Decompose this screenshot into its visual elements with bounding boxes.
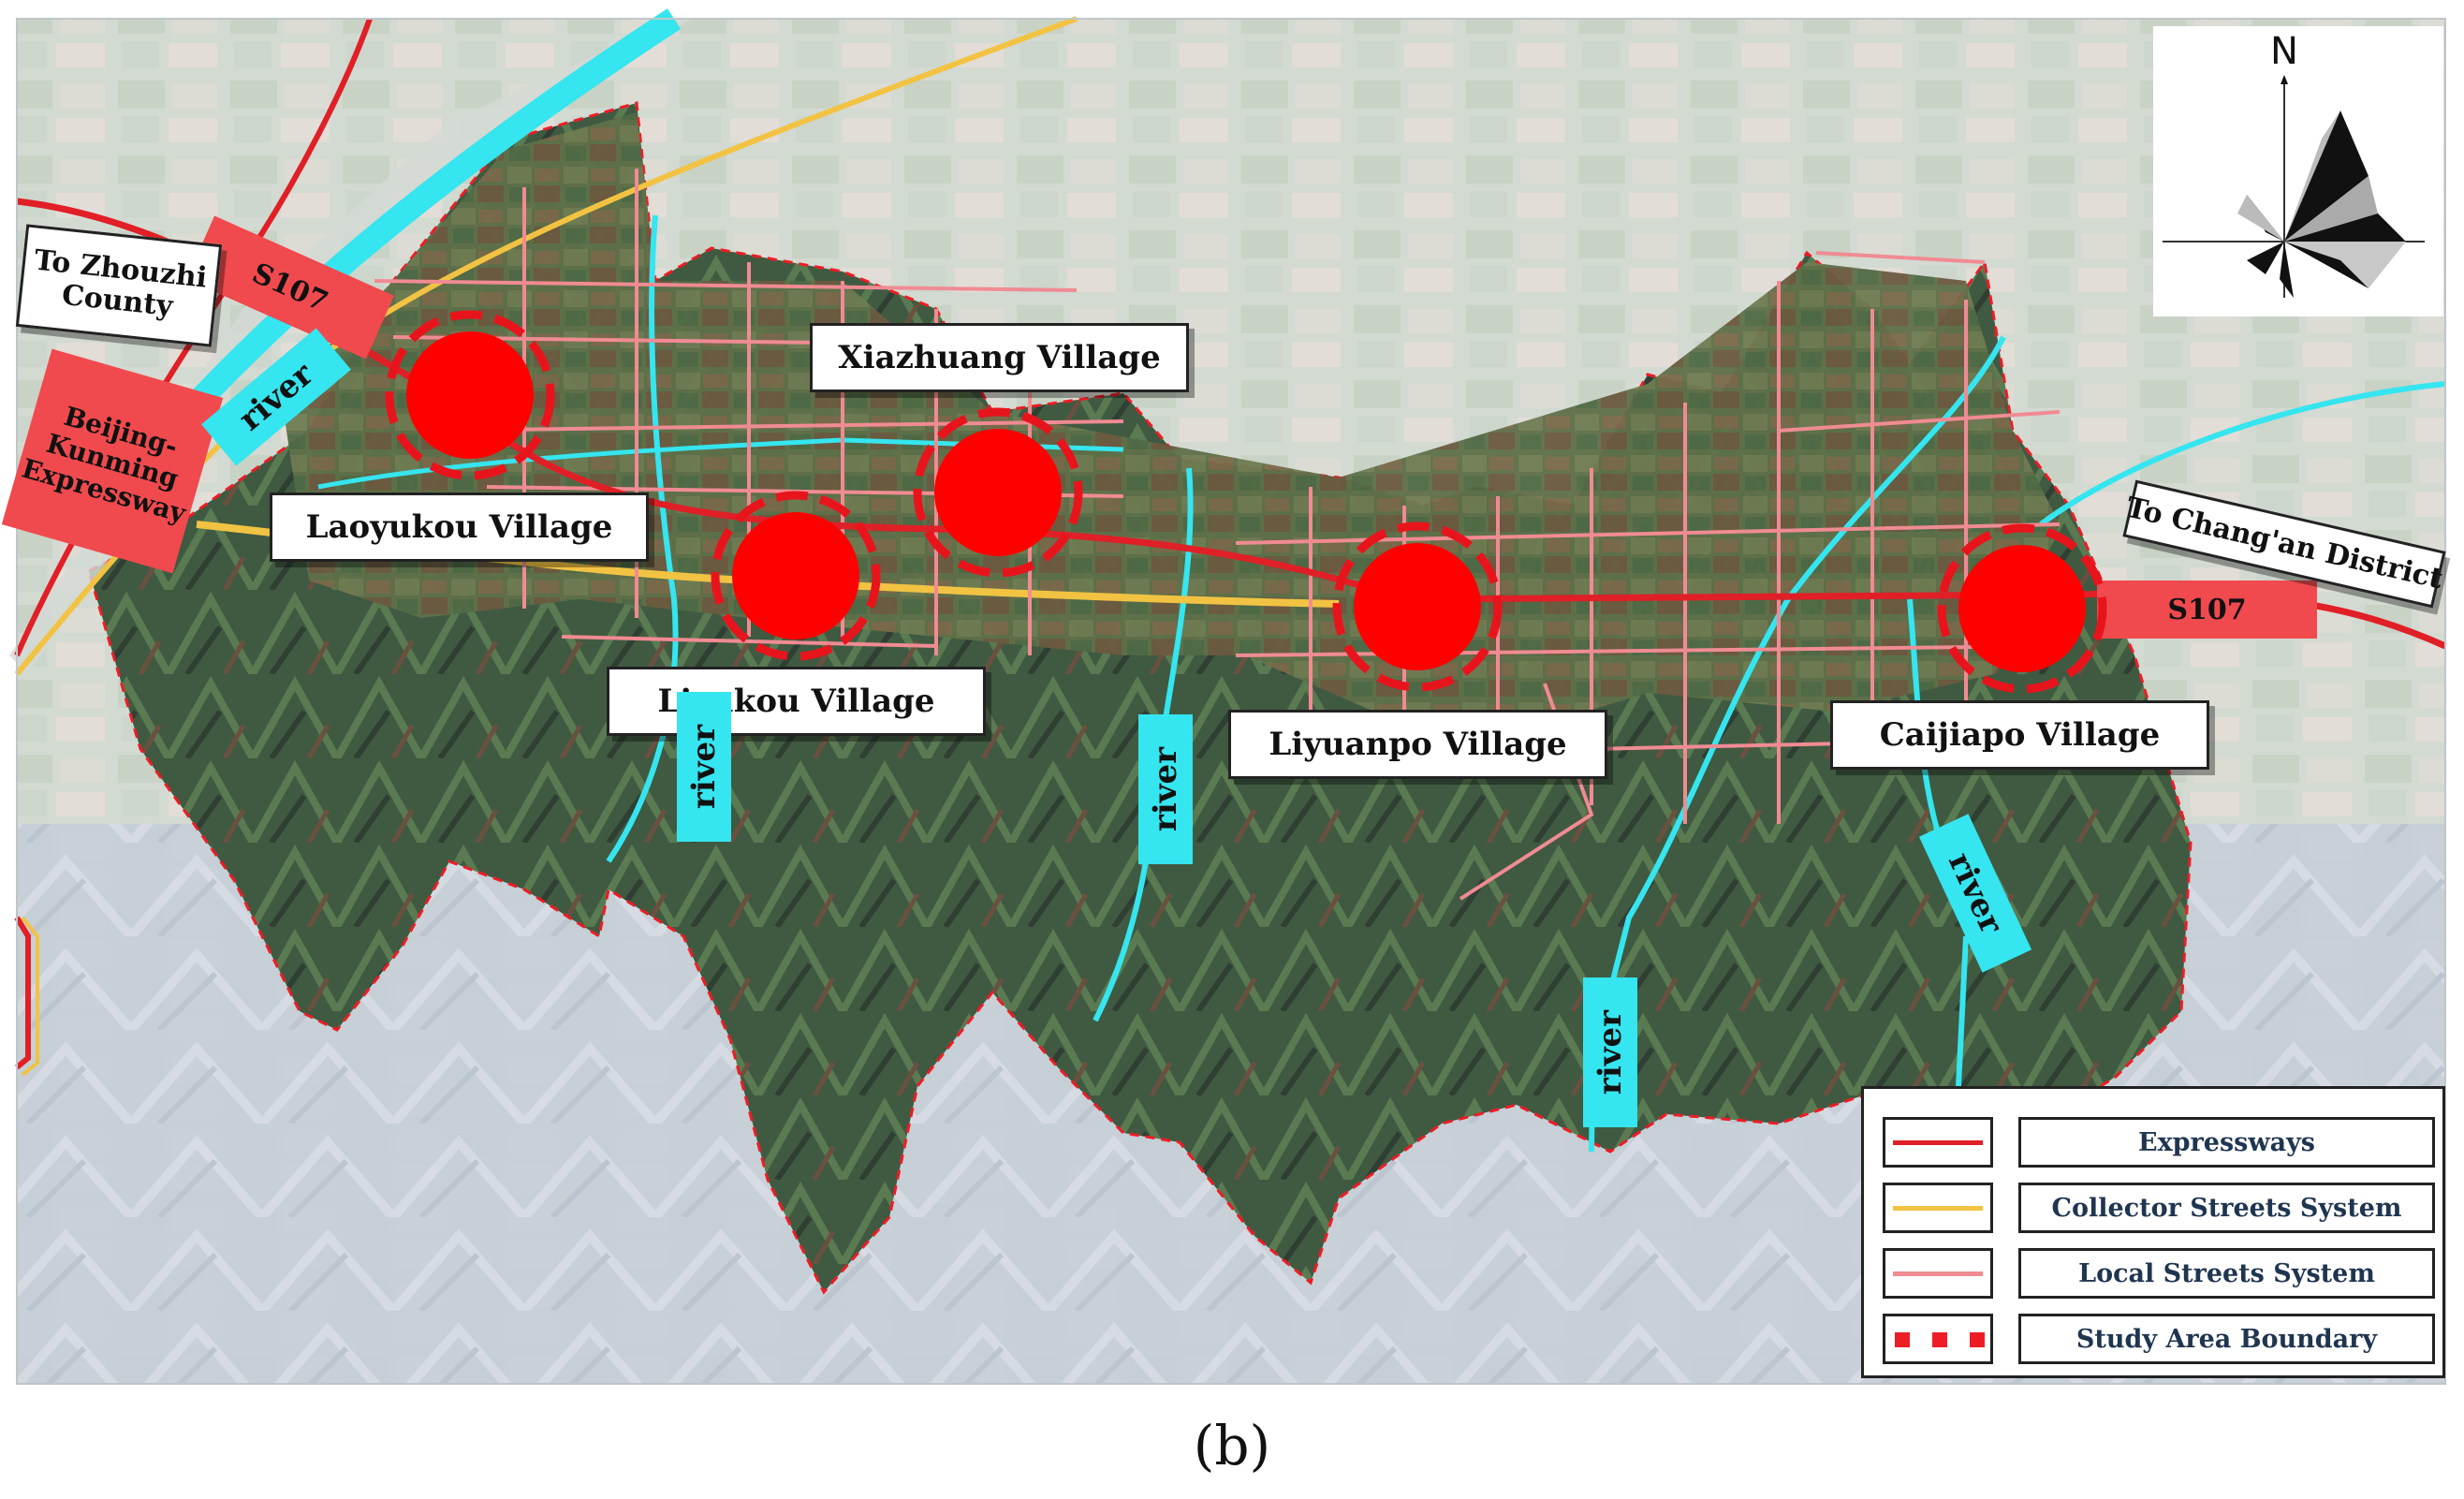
s107-road-tag-east: S107 <box>2097 580 2317 639</box>
legend-label: Expressways <box>2018 1117 2435 1168</box>
legend-symbol-expressways <box>1883 1117 1993 1168</box>
laoyukou-village-label: Laoyukou Village <box>270 492 649 562</box>
map-legend: Expressways Collector Streets System Loc… <box>1861 1086 2445 1378</box>
xiazhuang-village-label: Xiazhuang Village <box>810 323 1189 392</box>
legend-symbol-boundary <box>1883 1314 1993 1364</box>
legend-label: Collector Streets System <box>2018 1183 2435 1233</box>
caijiapo-village-label: Caijiapo Village <box>1830 700 2209 770</box>
legend-label: Local Streets System <box>2018 1248 2435 1299</box>
liyuanpo-village-label: Liyuanpo Village <box>1228 710 1607 779</box>
river-tag-2: river <box>677 692 731 842</box>
legend-label: Study Area Boundary <box>2018 1314 2435 1364</box>
legend-item-expressways: Expressways <box>1883 1117 2435 1168</box>
legend-item-local: Local Streets System <box>1883 1248 2435 1299</box>
legend-item-boundary: Study Area Boundary <box>1883 1314 2435 1364</box>
river-5 <box>2039 381 2446 527</box>
wind-rose-icon <box>2163 75 2425 298</box>
figure-caption: (b) <box>1193 1414 1271 1477</box>
river-1 <box>606 214 679 863</box>
legend-item-collector: Collector Streets System <box>1883 1183 2435 1233</box>
legend-symbol-local <box>1883 1248 1993 1299</box>
river-tag-4: river <box>1583 977 1637 1127</box>
liyukou-village-label: Liyukou Village <box>607 667 986 736</box>
north-arrow: N <box>2153 26 2443 316</box>
river-tag-3: river <box>1138 714 1193 864</box>
legend-symbol-collector <box>1883 1183 1993 1233</box>
north-label: N <box>2270 30 2298 73</box>
to-zhouzhi-label: To Zhouzhi County <box>15 224 223 347</box>
